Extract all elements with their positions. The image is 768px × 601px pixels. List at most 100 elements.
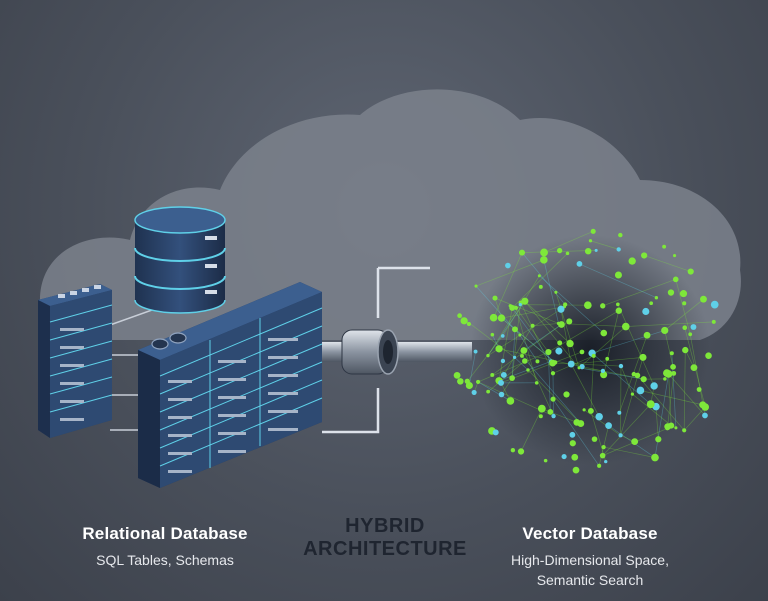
- vector-edge: [521, 355, 582, 424]
- vector-edge: [552, 362, 621, 367]
- vector-node: [534, 381, 539, 385]
- vector-edge: [524, 300, 580, 369]
- vector-node: [688, 332, 693, 337]
- vector-node: [671, 370, 677, 376]
- vector-db-subtitle-line1: High-Dimensional Space,: [511, 552, 669, 568]
- vector-edge: [581, 366, 644, 380]
- vector-node: [654, 296, 659, 300]
- vector-node: [466, 321, 471, 327]
- database-cylinder-icon: [134, 206, 226, 314]
- vector-edge: [511, 304, 521, 379]
- vector-node: [649, 301, 654, 306]
- vector-node: [549, 359, 557, 367]
- vector-edge: [477, 381, 511, 402]
- vector-node: [599, 452, 606, 459]
- vector-node: [597, 463, 602, 468]
- vector-edge: [602, 279, 676, 307]
- vector-node: [571, 453, 579, 461]
- vector-node: [505, 262, 511, 269]
- vector-edge: [494, 297, 559, 324]
- vector-edge: [668, 373, 672, 426]
- vector-db-title: Vector Database: [522, 524, 658, 543]
- vector-node: [642, 307, 650, 316]
- vector-edge: [640, 390, 703, 406]
- vector-edge: [555, 292, 580, 369]
- vector-node: [670, 363, 676, 370]
- vector-node: [661, 326, 669, 335]
- vector-node: [700, 401, 706, 407]
- vector-node: [595, 412, 603, 421]
- vector-node: [474, 284, 478, 288]
- vector-node: [600, 371, 608, 379]
- vector-node: [538, 414, 543, 419]
- vector-node: [473, 349, 478, 354]
- vector-node: [690, 364, 698, 372]
- vector-node: [543, 458, 548, 463]
- vector-node: [465, 381, 473, 390]
- vector-node: [628, 257, 636, 265]
- vector-node: [690, 324, 697, 330]
- vector-edge: [498, 307, 513, 381]
- vector-node: [587, 408, 594, 414]
- vector-node: [540, 248, 548, 257]
- vector-node: [577, 366, 581, 370]
- vector-edge: [571, 357, 644, 365]
- vector-edge: [501, 306, 565, 319]
- vector-edge: [637, 375, 685, 431]
- vector-node: [655, 436, 662, 443]
- vector-node: [687, 268, 694, 275]
- vector-node: [616, 247, 621, 252]
- vector-node: [540, 256, 548, 264]
- vector-edge: [498, 361, 552, 382]
- vector-node: [510, 447, 516, 453]
- vector-node: [605, 422, 612, 429]
- vector-node: [557, 340, 563, 346]
- vector-node: [500, 371, 507, 378]
- vector-node: [584, 247, 592, 255]
- vector-node: [601, 444, 606, 450]
- vector-node: [673, 254, 677, 258]
- vector-edge: [511, 307, 553, 364]
- pipe-connector-icon: [322, 329, 472, 375]
- vector-node: [550, 396, 556, 402]
- vector-node: [537, 404, 546, 413]
- vector-node: [512, 355, 517, 359]
- vector-node: [614, 271, 622, 279]
- vector-node: [646, 400, 655, 409]
- vector-edge: [527, 369, 582, 424]
- vector-edge: [524, 300, 571, 344]
- vector-node: [555, 347, 563, 355]
- vector-edge: [539, 275, 605, 334]
- vector-edge: [501, 377, 513, 395]
- vector-node: [583, 301, 592, 310]
- vector-node: [669, 351, 674, 356]
- vector-node: [650, 382, 658, 390]
- schema-table-small: [38, 284, 113, 438]
- vector-edge: [578, 326, 627, 369]
- vector-edge: [552, 373, 554, 417]
- vector-node: [500, 334, 505, 338]
- relational-db-caption: Relational Database SQL Tables, Schemas: [55, 524, 275, 570]
- vector-node: [682, 346, 689, 354]
- vector-edge: [543, 259, 559, 324]
- vector-node: [636, 386, 645, 395]
- vector-node: [495, 345, 503, 353]
- vector-edge: [655, 406, 659, 440]
- vector-node: [492, 295, 498, 301]
- vector-node: [576, 261, 583, 267]
- vector-node: [490, 372, 495, 377]
- vector-node: [489, 313, 498, 322]
- vector-edge: [590, 240, 619, 250]
- vector-edge: [620, 357, 644, 436]
- vector-edge: [591, 330, 665, 354]
- vector-node: [566, 318, 573, 325]
- vector-node: [490, 332, 495, 337]
- vector-edge: [493, 252, 523, 318]
- vector-edge: [548, 352, 551, 412]
- vector-edge: [654, 373, 669, 458]
- vector-edge: [578, 367, 644, 380]
- vector-edge: [579, 263, 657, 299]
- vector-node: [538, 284, 543, 289]
- vector-node: [630, 392, 635, 396]
- vector-edge: [683, 350, 686, 431]
